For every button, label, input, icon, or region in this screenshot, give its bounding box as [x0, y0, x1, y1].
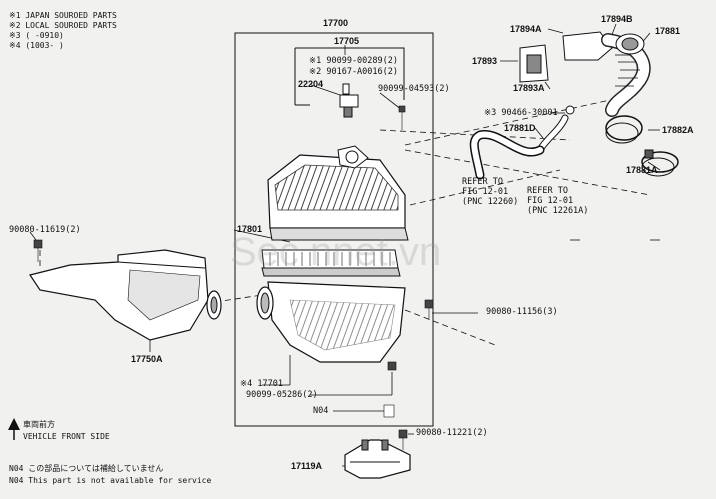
- refer-note-1-line2: FIG 12-01: [462, 187, 509, 197]
- refer-note-1-line1: REFER TO: [462, 177, 503, 187]
- assembly-frame-17705: [295, 47, 405, 100]
- label-17750a[interactable]: 17750A: [131, 354, 163, 364]
- label-17894a[interactable]: 17894A: [510, 24, 542, 34]
- refer-note-2-line1: REFER TO: [527, 186, 568, 196]
- refer-note-2-line3: (PNC 12261A): [527, 206, 589, 216]
- label-17881[interactable]: 17881: [655, 26, 681, 36]
- sensor-22204: [339, 83, 359, 118]
- refer-note-1-line3: (PNC 12260): [462, 197, 519, 207]
- label-90080-11619[interactable]: 90080-11619(2): [9, 225, 81, 235]
- label-90080-11221[interactable]: 90080-11221(2): [416, 428, 488, 438]
- label-n04[interactable]: N04: [313, 406, 329, 416]
- air-cleaner-case: [256, 281, 406, 363]
- label-90099-04593[interactable]: 90099-04593(2): [378, 84, 450, 94]
- label-17119a[interactable]: 17119A: [291, 461, 323, 471]
- footer-note-jp: N04 この部品については補給していません: [9, 464, 164, 473]
- label-22204[interactable]: 22204: [298, 79, 324, 89]
- note-4: ※4 (1003- ): [9, 41, 64, 50]
- note-2: ※2 LOCAL SOUROED PARTS: [9, 21, 117, 30]
- label-17894b[interactable]: 17894B: [601, 14, 633, 24]
- label-17881d[interactable]: 17881D: [504, 123, 536, 133]
- label-90167-a0016[interactable]: ※2 90167-A0016(2): [309, 67, 399, 77]
- label-17705[interactable]: 17705: [334, 36, 360, 46]
- label-17882a[interactable]: 17882A: [662, 125, 694, 135]
- inlet-duct-17750a: [29, 249, 222, 341]
- refer-note-2-line2: FIG 12-01: [527, 196, 574, 206]
- vehicle-front-arrow: [8, 418, 20, 440]
- air-hose-assembly: [469, 31, 679, 180]
- bracket-17119a: [344, 439, 411, 479]
- label-90099-05286[interactable]: 90099-05286(2): [246, 390, 318, 400]
- footer-note-en: N04 This part is not available for servi…: [9, 476, 212, 485]
- label-90080-11156[interactable]: 90080-11156(3): [486, 307, 558, 317]
- label-90099-00289[interactable]: ※1 90099-00289(2): [309, 56, 399, 66]
- label-17893[interactable]: 17893: [472, 56, 498, 66]
- assembly-frame-17700: [234, 32, 434, 427]
- vehicle-front-jp: 車両前方: [23, 420, 55, 429]
- note-1: ※1 JAPAN SOUROED PARTS: [9, 11, 117, 20]
- label-90466-30001[interactable]: ※3 90466-30001: [484, 108, 558, 118]
- label-17881a[interactable]: 17881A: [626, 165, 658, 175]
- label-17893a[interactable]: 17893A: [513, 83, 545, 93]
- label-17700[interactable]: 17700: [323, 18, 349, 28]
- label-17701[interactable]: ※4 17701: [240, 379, 283, 389]
- vehicle-front-en: VEHICLE FRONT SIDE: [23, 432, 110, 441]
- air-cleaner-cap: [267, 145, 409, 241]
- filter-element: [261, 249, 401, 277]
- note-3: ※3 ( -0910): [9, 31, 64, 40]
- label-17801[interactable]: 17801: [237, 224, 263, 234]
